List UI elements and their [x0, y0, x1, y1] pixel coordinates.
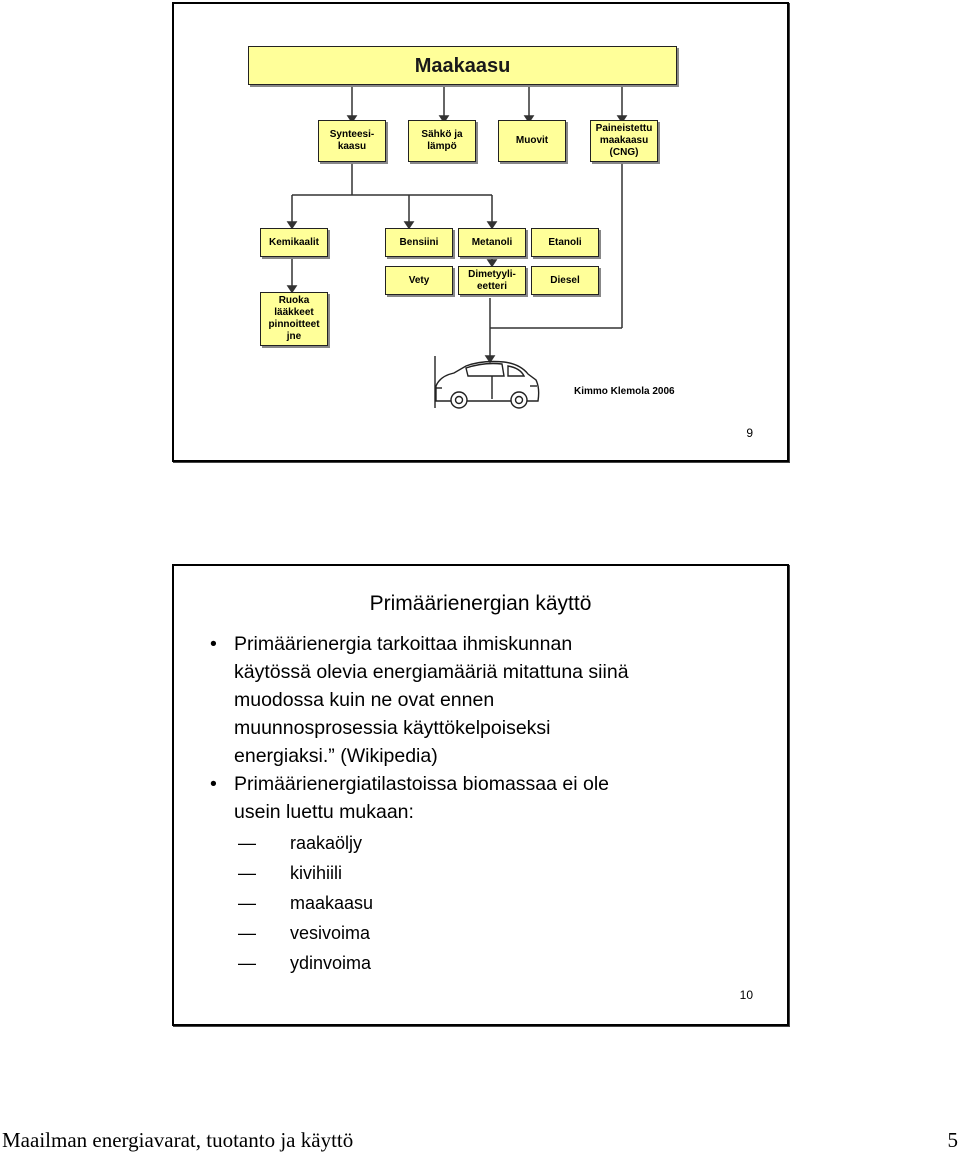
slide-primaarienergia: Primäärienergian käyttö Primäärienergia …: [172, 564, 789, 1026]
bullet-list: Primäärienergia tarkoittaa ihmiskunnan k…: [204, 630, 764, 978]
box-muovit: Muovit: [498, 120, 566, 162]
sub-item: ydinvoima: [234, 948, 764, 978]
bullet-item: Primäärienergia tarkoittaa ihmiskunnan k…: [204, 630, 764, 770]
box-kemikaalit: Kemikaalit: [260, 228, 328, 257]
box-sahko-lampo: Sähkö ja lämpö: [408, 120, 476, 162]
footer-page-number: 5: [947, 1128, 959, 1152]
author-credit: Kimmo Klemola 2006: [574, 386, 675, 397]
slide-number: 10: [739, 988, 753, 1002]
sub-list: raakaöljy kivihiili maakaasu vesivoima y…: [234, 828, 764, 978]
box-diesel: Diesel: [531, 266, 599, 295]
sub-item: vesivoima: [234, 918, 764, 948]
sub-item: raakaöljy: [234, 828, 764, 858]
slide-number: 9: [746, 426, 753, 440]
maakaasu-title-box: Maakaasu: [248, 46, 677, 85]
bullet-item: Primäärienergiatilastoissa biomassaa ei …: [204, 770, 764, 978]
box-bensiini: Bensiini: [385, 228, 453, 257]
connector-lines: [286, 85, 628, 409]
sub-item: kivihiili: [234, 858, 764, 888]
box-vety: Vety: [385, 266, 453, 295]
box-ruoka-laakkeet: Ruoka lääkkeet pinnoitteet jne: [260, 292, 328, 346]
box-etanoli: Etanoli: [531, 228, 599, 257]
slide-maakaasu: Maakaasu Synteesi- kaasu Sähkö ja lämpö …: [172, 2, 789, 462]
box-dimetyylieetteri: Dimetyyli- eetteri: [458, 266, 526, 295]
sub-item: maakaasu: [234, 888, 764, 918]
maakaasu-title: Maakaasu: [414, 54, 511, 77]
slide-title: Primäärienergian käyttö: [369, 592, 592, 615]
footer-title: Maailman energiavarat, tuotanto ja käytt…: [2, 1128, 354, 1152]
car-icon: [434, 356, 540, 409]
box-cng: Paineistettu maakaasu (CNG): [590, 120, 658, 162]
box-synteesikaasu: Synteesi- kaasu: [318, 120, 386, 162]
box-metanoli: Metanoli: [458, 228, 526, 257]
